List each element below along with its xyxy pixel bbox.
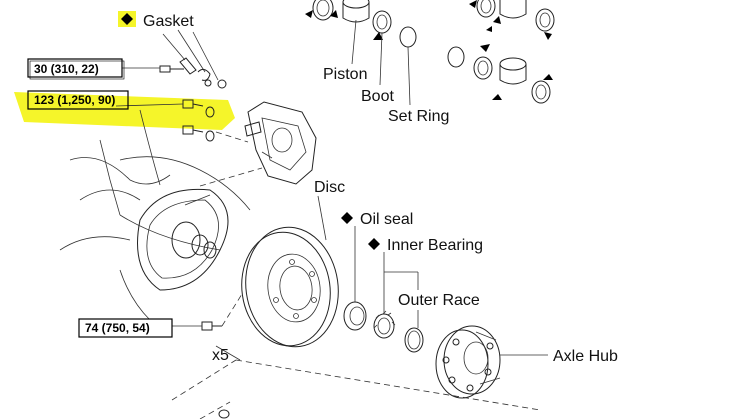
label-piston: Piston (323, 66, 367, 83)
torque-spec-box-1: 30 (310, 22) (27, 58, 125, 80)
label-oil-seal: Oil seal (360, 211, 413, 228)
outer-race (404, 327, 424, 353)
brake-disc (241, 226, 339, 348)
torque-spec-3-text: 74 (750, 54) (85, 321, 150, 335)
torque-spec-1-text: 30 (310, 22) (34, 62, 99, 76)
black-diamond-icon (341, 212, 353, 224)
label-gasket: Gasket (143, 13, 194, 30)
inner-bearing (373, 310, 396, 339)
set-ring-leader (407, 46, 411, 106)
disc-leader (317, 195, 327, 241)
axle-hub (435, 325, 501, 399)
caliper-dashed-guide-2 (199, 167, 263, 187)
torque-spec-2-text: 123 (1,250, 90) (34, 93, 115, 107)
black-diamond-icon (368, 238, 380, 250)
caliper-dashed-guide (215, 131, 249, 143)
label-axle-hub: Axle Hub (553, 348, 618, 365)
torque-spec-box-3: 74 (750, 54) (78, 318, 173, 338)
label-inner-bearing: Inner Bearing (387, 237, 483, 254)
gasket-parts (115, 29, 227, 142)
knuckle-assembly (59, 109, 251, 321)
piston-leader (351, 19, 357, 65)
label-outer-race: Outer Race (398, 292, 480, 309)
boot-leader (379, 32, 383, 86)
label-disc: Disc (314, 179, 345, 196)
oil-seal (343, 301, 367, 331)
black-diamond-icon (121, 13, 133, 25)
hub-bolt (172, 293, 243, 361)
bearing-bracket (383, 252, 419, 328)
label-boot: Boot (361, 88, 394, 105)
torque-spec-box-2: 123 (1,250, 90) (27, 90, 129, 110)
caliper (244, 101, 317, 185)
highlight-marker (14, 92, 235, 130)
arrow-icon (305, 0, 553, 100)
label-set-ring: Set Ring (388, 108, 449, 125)
top-piston-set-left (312, 0, 417, 48)
label-x5: x5 (212, 347, 229, 364)
bottom-dashed-region (171, 359, 541, 419)
top-piston-set-right (447, 0, 555, 104)
